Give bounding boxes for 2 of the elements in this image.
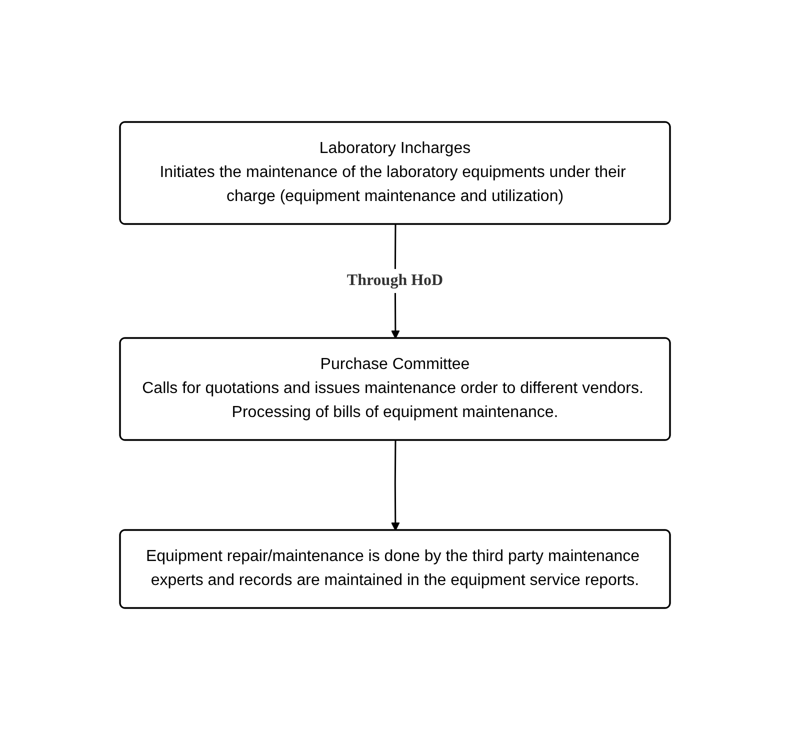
edge-label: Through HoD (346, 272, 443, 288)
arrow (390, 440, 400, 530)
